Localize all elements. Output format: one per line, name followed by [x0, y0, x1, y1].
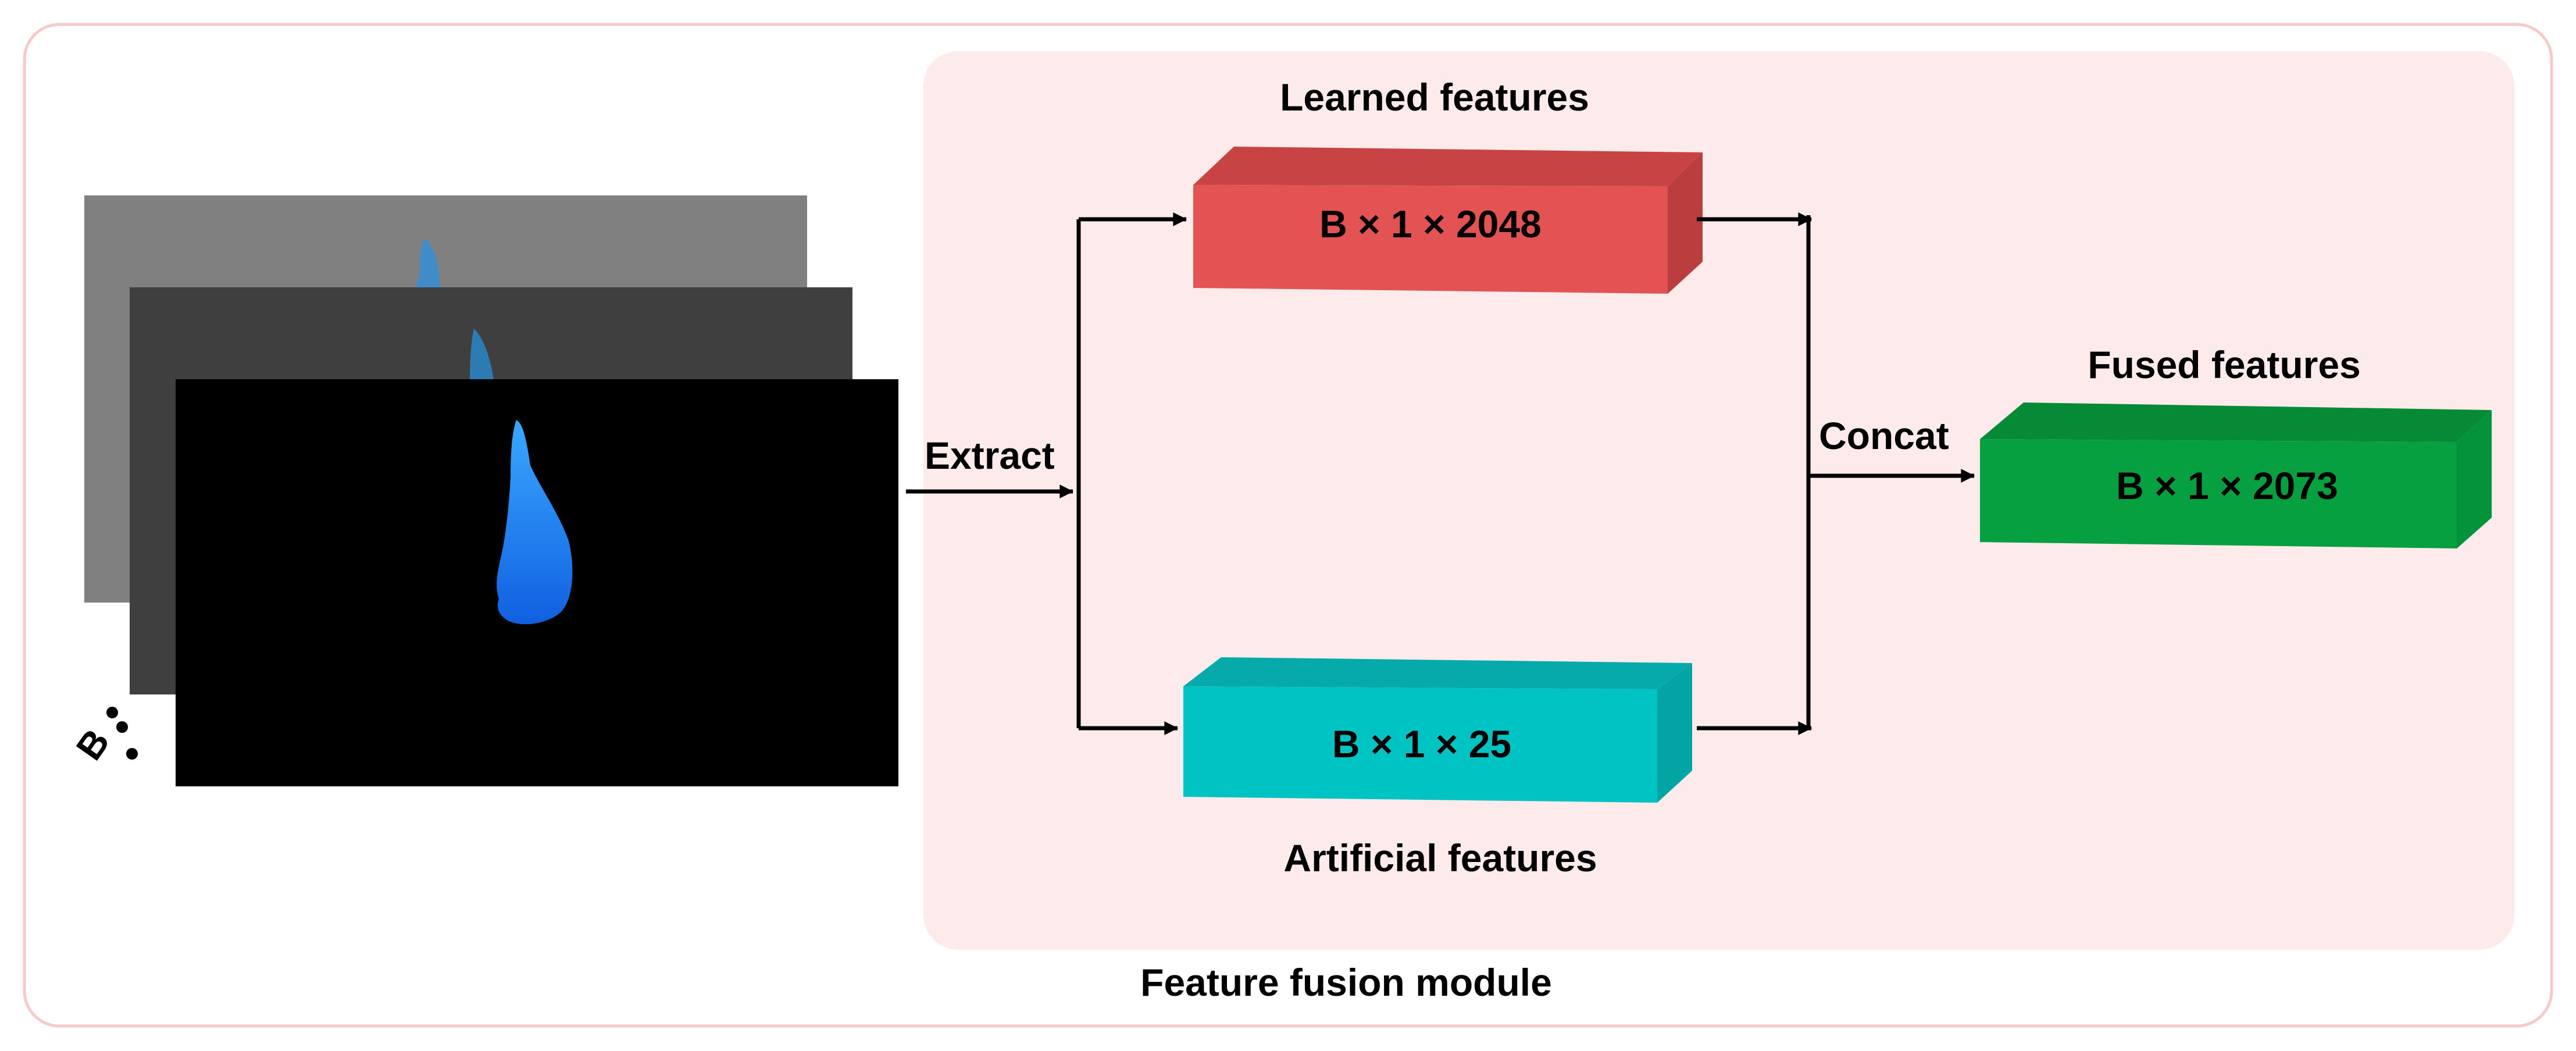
learned-features-dimension: B × 1 × 2048: [1319, 202, 1542, 245]
fused-block-top: [1980, 402, 2492, 442]
artificial-features-title: Artificial features: [1283, 836, 1597, 879]
batch-dot: [106, 707, 118, 718]
fused-features-dimension: B × 1 × 2073: [2116, 464, 2338, 507]
extract-label: Extract: [925, 434, 1055, 477]
segmented-object-blob: [497, 420, 573, 625]
batch-ellipsis: [106, 707, 138, 760]
feature-fusion-module-caption: Feature fusion module: [1140, 961, 1552, 1004]
learned-block-side: [1668, 152, 1703, 294]
artificial-block-side: [1657, 663, 1692, 803]
artificial-block-top: [1183, 657, 1692, 689]
learned-features-block: [1193, 147, 1703, 294]
image-batch-stack: [84, 195, 898, 786]
fused-block-side: [2457, 410, 2492, 548]
learned-block-front: [1193, 185, 1668, 294]
concat-label: Concat: [1819, 414, 1949, 457]
fused-features-title: Fused features: [2088, 343, 2360, 386]
batch-dot: [126, 748, 138, 760]
artificial-features-dimension: B × 1 × 25: [1332, 722, 1511, 765]
blob-shape-middle: [470, 329, 494, 384]
fused-features-block: [1980, 402, 2492, 548]
artificial-block-front: [1183, 686, 1657, 803]
learned-block-top: [1193, 147, 1703, 186]
fused-block-front: [1980, 439, 2457, 548]
artificial-features-block: [1183, 657, 1692, 803]
batch-dot: [116, 721, 128, 733]
learned-features-title: Learned features: [1280, 76, 1589, 119]
